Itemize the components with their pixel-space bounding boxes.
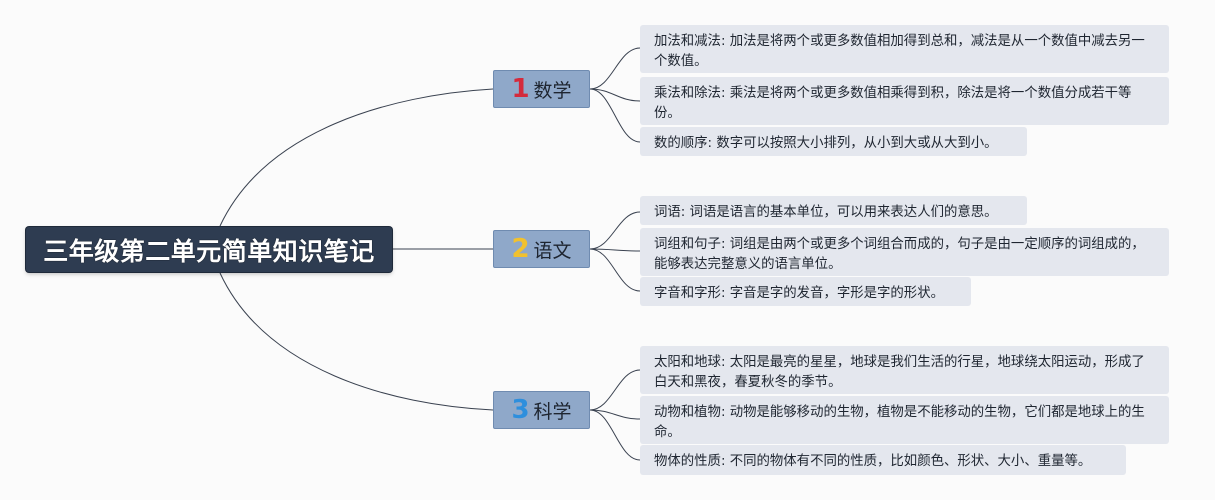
branch-label: 语文 xyxy=(533,239,572,262)
leaf-node[interactable]: 物体的性质: 不同的物体有不同的性质，比如颜色、形状、大小、重量等。 xyxy=(640,445,1126,475)
connector-branch-3-leaf-3 xyxy=(589,409,641,461)
connector-branch-1-leaf-3 xyxy=(589,88,641,143)
leaf-text: 词语: 词语是语言的基本单位，可以用来表达人们的意思。 xyxy=(654,205,998,220)
branch-label: 科学 xyxy=(533,400,572,423)
connector-branch-1-leaf-2 xyxy=(589,88,641,102)
leaf-node[interactable]: 加法和减法: 加法是将两个或更多数值相加得到总和，减法是从一个数值中减去另一个数… xyxy=(640,25,1169,73)
leaf-text: 加法和减法: 加法是将两个或更多数值相加得到总和，减法是从一个数值中减去另一个数… xyxy=(654,34,1145,69)
leaf-node[interactable]: 词组和句子: 词组是由两个或更多个词组合而成的，句子是由一定顺序的词组成的，能够… xyxy=(640,228,1169,276)
number-1-icon: 1 xyxy=(511,74,530,104)
branch-label: 数学 xyxy=(533,79,572,102)
branch-math[interactable]: 1 数学 xyxy=(493,70,590,108)
connector-branch-3-leaf-1 xyxy=(589,369,641,411)
leaf-text: 字音和字形: 字音是字的发音，字形是字的形状。 xyxy=(654,286,944,301)
leaf-text: 词组和句子: 词组是由两个或更多个词组合而成的，句子是由一定顺序的词组成的，能够… xyxy=(654,237,1145,272)
number-3-icon: 3 xyxy=(511,395,530,425)
leaf-node[interactable]: 数的顺序: 数字可以按照大小排列，从小到大或从大到小。 xyxy=(640,127,1027,156)
leaf-text: 物体的性质: 不同的物体有不同的性质，比如颜色、形状、大小、重量等。 xyxy=(654,454,1092,469)
number-2-icon: 2 xyxy=(511,234,530,264)
connector-branch-1-leaf-1 xyxy=(589,47,641,90)
leaf-node[interactable]: 词语: 词语是语言的基本单位，可以用来表达人们的意思。 xyxy=(640,196,1027,225)
leaf-node[interactable]: 太阳和地球: 太阳是最亮的星星，地球是我们生活的行星，地球绕太阳运动，形成了白天… xyxy=(640,346,1169,394)
leaf-node[interactable]: 乘法和除法: 乘法是将两个或更多数值相乘得到积，除法是将一个数值分成若干等份。 xyxy=(640,77,1169,125)
connector-root-branch-3 xyxy=(219,272,494,411)
leaf-node[interactable]: 动物和植物: 动物是能够移动的生物，植物是不能移动的生物，它们都是地球上的生命。 xyxy=(640,396,1169,444)
root-title: 三年级第二单元简单知识笔记 xyxy=(43,236,375,266)
leaf-text: 数的顺序: 数字可以按照大小排列，从小到大或从大到小。 xyxy=(654,136,998,151)
connector-branch-2-leaf-2 xyxy=(589,248,641,252)
root-node[interactable]: 三年级第二单元简单知识笔记 xyxy=(26,227,392,272)
branch-science[interactable]: 3 科学 xyxy=(493,391,590,429)
leaf-text: 动物和植物: 动物是能够移动的生物，植物是不能移动的生物，它们都是地球上的生命。 xyxy=(654,405,1145,440)
connector-branch-3-leaf-2 xyxy=(589,409,641,420)
connector-root-branch-1 xyxy=(219,88,494,227)
branch-chinese[interactable]: 2 语文 xyxy=(493,230,590,268)
connector-branch-2-leaf-3 xyxy=(589,248,641,292)
leaf-text: 太阳和地球: 太阳是最亮的星星，地球是我们生活的行星，地球绕太阳运动，形成了白天… xyxy=(654,355,1145,390)
connector-branch-2-leaf-1 xyxy=(589,211,641,250)
leaf-node[interactable]: 字音和字形: 字音是字的发音，字形是字的形状。 xyxy=(640,277,971,306)
leaf-text: 乘法和除法: 乘法是将两个或更多数值相乘得到积，除法是将一个数值分成若干等份。 xyxy=(654,86,1132,121)
